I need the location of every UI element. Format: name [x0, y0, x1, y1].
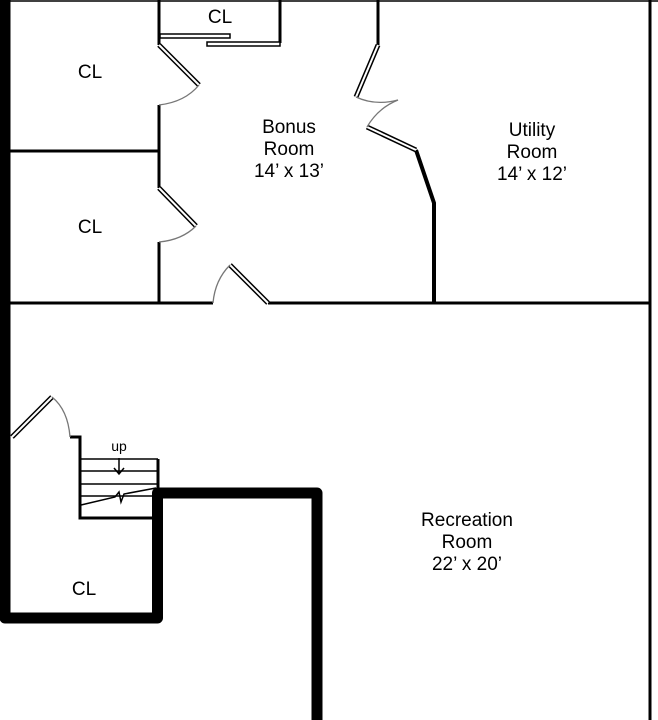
room-size: 22’ x 20’ [431, 554, 503, 575]
room-name-2: Room [441, 532, 493, 553]
closet-top-label: CL [207, 7, 233, 28]
utility-angled-wall [414, 149, 436, 303]
door-stair-area[interactable] [10, 395, 71, 439]
bonus-room-label: Bonus Room 14’ x 13’ [254, 117, 324, 183]
door-bonus-to-recreation[interactable] [212, 263, 270, 305]
room-size: 14’ x 13’ [253, 161, 325, 182]
left-outer-wall [0, 0, 323, 720]
stair-wall [70, 435, 160, 520]
door-top-closet-sliding[interactable] [159, 33, 281, 47]
stair-arrow-icon [113, 458, 125, 476]
closet-upper-left-label: CL [77, 62, 103, 83]
room-name-2: Room [263, 139, 315, 160]
utility-room-label: Utility Room 14’ x 12’ [497, 120, 567, 186]
stairs[interactable] [80, 458, 158, 506]
room-name: Recreation [421, 510, 513, 531]
doors [10, 33, 418, 439]
room-size: 14’ x 12’ [496, 164, 568, 185]
room-name: Utility [508, 120, 556, 141]
stair-break-line [80, 487, 157, 506]
door-lower-closet[interactable] [157, 186, 198, 243]
closet-lower-left-label: CL [77, 217, 103, 238]
door-upper-closet[interactable] [157, 43, 201, 106]
stairs-up-label: up [111, 438, 127, 454]
recreation-room-label: Recreation Room 22’ x 20’ [421, 510, 513, 576]
thick-walls [0, 0, 323, 720]
room-name-2: Room [506, 142, 558, 163]
room-name: Bonus [262, 117, 316, 138]
closet-stair-label: CL [71, 579, 97, 600]
door-utility-double[interactable] [353, 44, 418, 153]
